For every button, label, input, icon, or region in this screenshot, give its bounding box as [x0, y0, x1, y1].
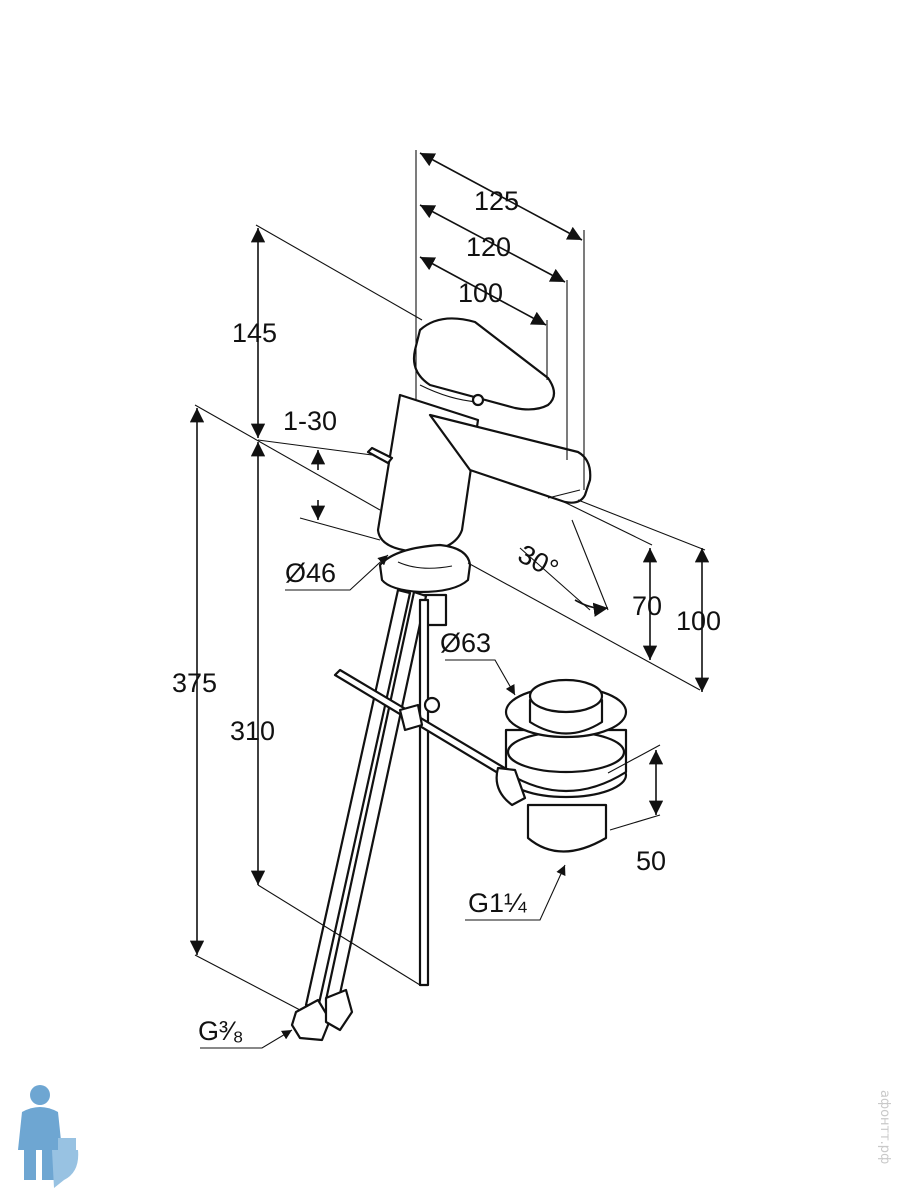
- label-375: 375: [172, 668, 217, 698]
- label-100-top: 100: [458, 278, 503, 308]
- label-145: 145: [232, 318, 277, 348]
- dimension-lines: [189, 152, 710, 1049]
- dimension-labels: 125 120 100 145 1-30 Ø46 30° 70 100 Ø63 …: [172, 186, 721, 1046]
- label-diameter-46: Ø46: [285, 558, 336, 588]
- label-angle-30: 30°: [513, 539, 563, 585]
- label-120: 120: [466, 232, 511, 262]
- faucet-body: [366, 317, 592, 627]
- drain-rod: [333, 668, 510, 778]
- label-125: 125: [474, 186, 519, 216]
- plumber-mascot-logo: [18, 1085, 79, 1188]
- label-g1-1-4: G1¼: [468, 888, 527, 918]
- label-100-right: 100: [676, 606, 721, 636]
- label-50: 50: [636, 846, 666, 876]
- label-diameter-63: Ø63: [440, 628, 491, 658]
- pop-up-waste: [495, 678, 628, 853]
- extension-lines: [194, 150, 706, 1011]
- watermark-text: афонтт.рф: [877, 1090, 892, 1165]
- label-70: 70: [632, 591, 662, 621]
- label-g3-8: G³⁄₈: [198, 1016, 244, 1046]
- label-310: 310: [230, 716, 275, 746]
- label-1-30: 1-30: [283, 406, 337, 436]
- supply-hoses: [290, 588, 430, 1042]
